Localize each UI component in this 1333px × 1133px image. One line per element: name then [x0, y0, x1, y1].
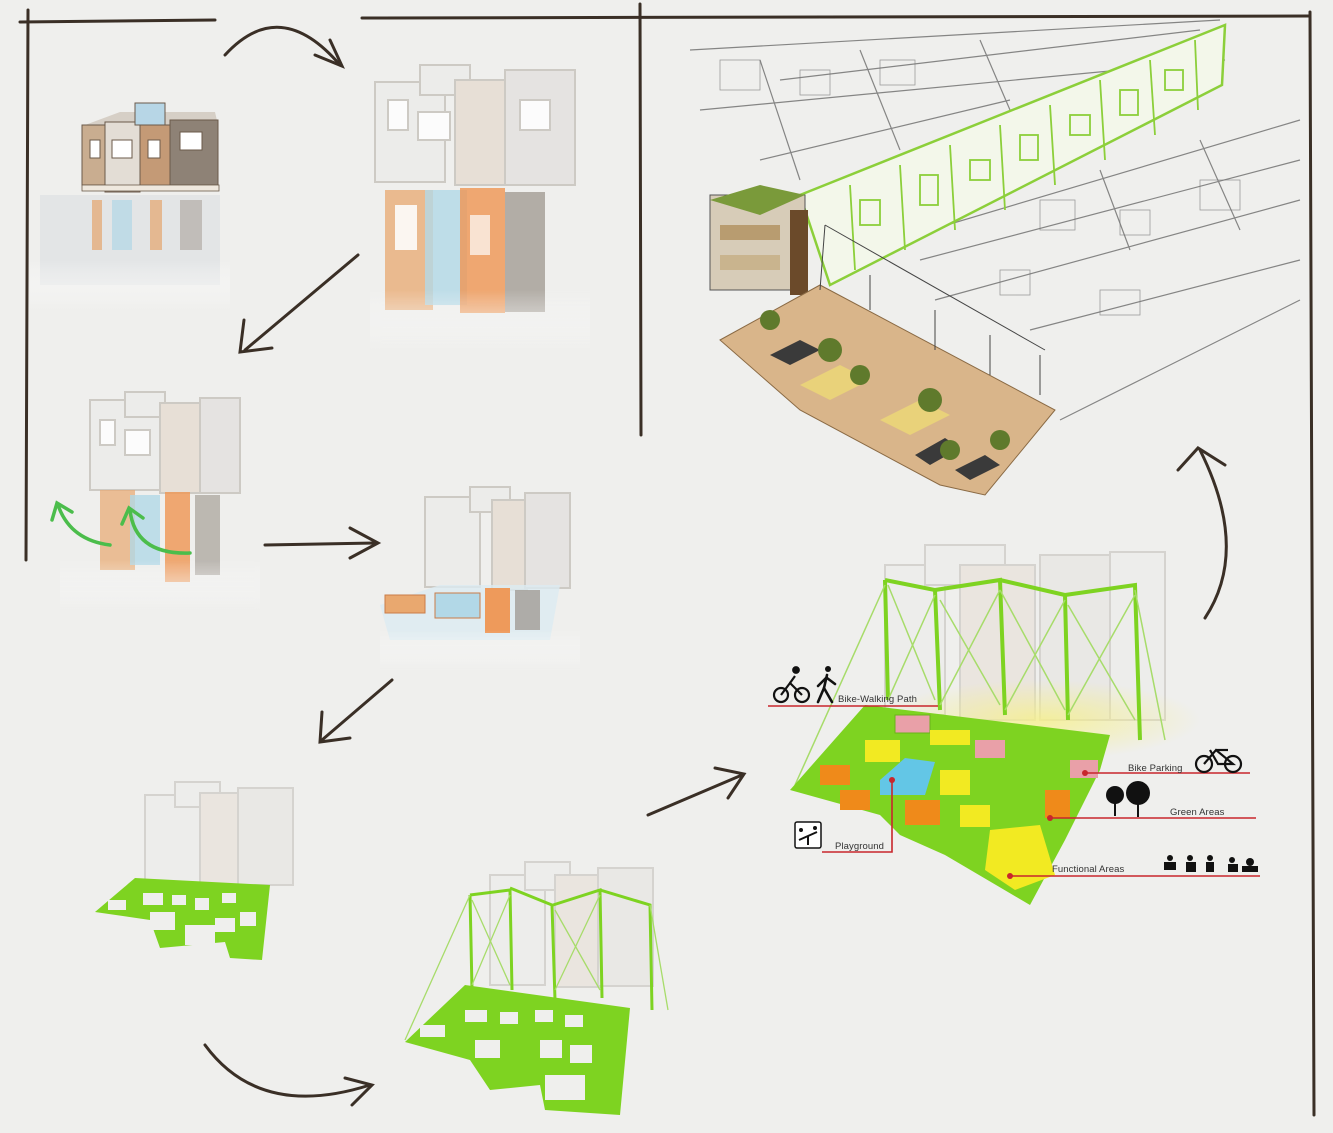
street-render	[690, 20, 1300, 495]
step2-building	[370, 65, 590, 350]
tree-icon	[1106, 781, 1150, 817]
pedestrian-icon	[818, 666, 835, 702]
label-playground: Playground	[835, 841, 884, 852]
bicycle-icon	[1196, 750, 1241, 772]
label-bike-parking: Bike Parking	[1128, 763, 1183, 774]
label-functional-areas: Functional Areas	[1052, 864, 1124, 875]
step4-building	[380, 487, 580, 670]
seesaw-icon	[795, 822, 821, 848]
label-bike-walking-path: Bike-Walking Path	[838, 694, 917, 705]
step5-building	[95, 782, 293, 960]
people-activity-icon	[1164, 855, 1258, 872]
cyclist-icon	[774, 667, 809, 702]
step3-building	[52, 392, 260, 610]
step1-building	[30, 103, 230, 310]
label-green-areas: Green Areas	[1170, 807, 1224, 818]
step6-building	[405, 862, 668, 1115]
